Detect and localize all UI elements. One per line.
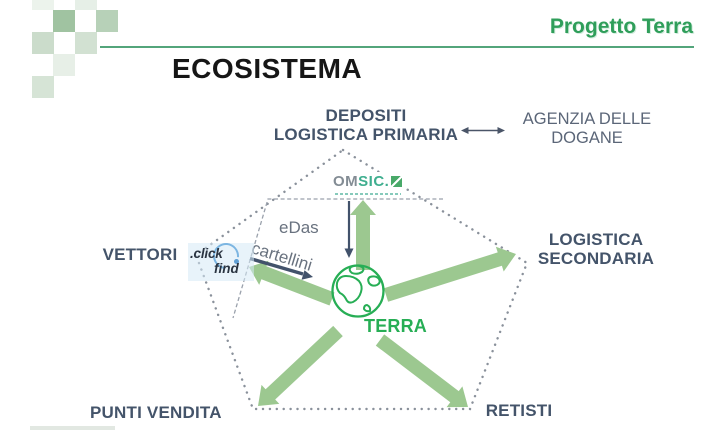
- node-label-line: LOGISTICA PRIMARIA: [273, 125, 459, 145]
- page-title: ECOSISTEMA: [172, 53, 363, 84]
- decorative-square: [75, 0, 97, 10]
- decorative-square: [32, 76, 54, 98]
- cartellini-arrow-icon: [249, 256, 313, 280]
- decorative-square: [32, 32, 54, 54]
- node-punti-vendita: PUNTI VENDITA: [90, 403, 222, 422]
- arrow-upper-right-icon: [383, 246, 516, 302]
- omsic-mark-icon: [391, 176, 403, 187]
- clickfind-top-text: .click: [190, 246, 223, 261]
- customs-double-arrow-icon: [461, 127, 505, 134]
- node-label-line: AGENZIA DELLE: [522, 110, 652, 128]
- omsic-wordmark: OMSIC.: [333, 173, 403, 190]
- decorative-square: [75, 32, 97, 54]
- bottom-decorative-strip: [30, 426, 115, 430]
- decorative-square: [53, 10, 75, 32]
- omsic-tagline: [334, 193, 401, 195]
- node-vettori: VETTORI: [102, 245, 178, 264]
- node-depositi-logistica-primaria: DEPOSITI LOGISTICA PRIMARIA: [246, 106, 486, 144]
- node-label-line: DOGANE: [551, 128, 623, 147]
- arrow-up-icon: [350, 200, 376, 270]
- node-label-line: LOGISTICA: [548, 230, 644, 249]
- arrow-lower-right-icon: [375, 334, 468, 408]
- decorative-square: [53, 54, 75, 76]
- omsic-logo: OMSIC.: [330, 172, 406, 195]
- pentagon-dotted-border: [194, 148, 529, 411]
- omsic-gray-text: OM: [333, 173, 359, 190]
- omsic-teal-text: SIC.: [358, 173, 390, 190]
- clickfind-logo: .click find: [188, 237, 254, 281]
- header-rule: [100, 46, 694, 48]
- arrow-lower-left-icon: [258, 325, 343, 406]
- node-retisti: RETISTI: [485, 401, 553, 420]
- node-agenzia-dogane: AGENZIA DELLE DOGANE: [497, 110, 677, 148]
- clickfind-dot-icon: [234, 259, 239, 264]
- arrow-left-icon: [249, 260, 335, 306]
- project-title: Progetto Terra: [549, 15, 693, 38]
- globe-icon: [331, 264, 385, 318]
- flow-label-edas: eDas: [279, 218, 319, 237]
- decorative-square: [96, 10, 118, 32]
- node-label-line: SECONDARIA: [537, 249, 655, 269]
- flow-arrows: [249, 200, 516, 408]
- decorative-square: [32, 0, 54, 10]
- terra-label: TERRA: [364, 316, 427, 336]
- edas-arrow-icon: [344, 201, 354, 258]
- node-label-line: DEPOSITI: [325, 106, 407, 125]
- clickfind-bottom-text: find: [214, 261, 239, 276]
- node-logistica-secondaria: LOGISTICA SECONDARIA: [506, 230, 686, 268]
